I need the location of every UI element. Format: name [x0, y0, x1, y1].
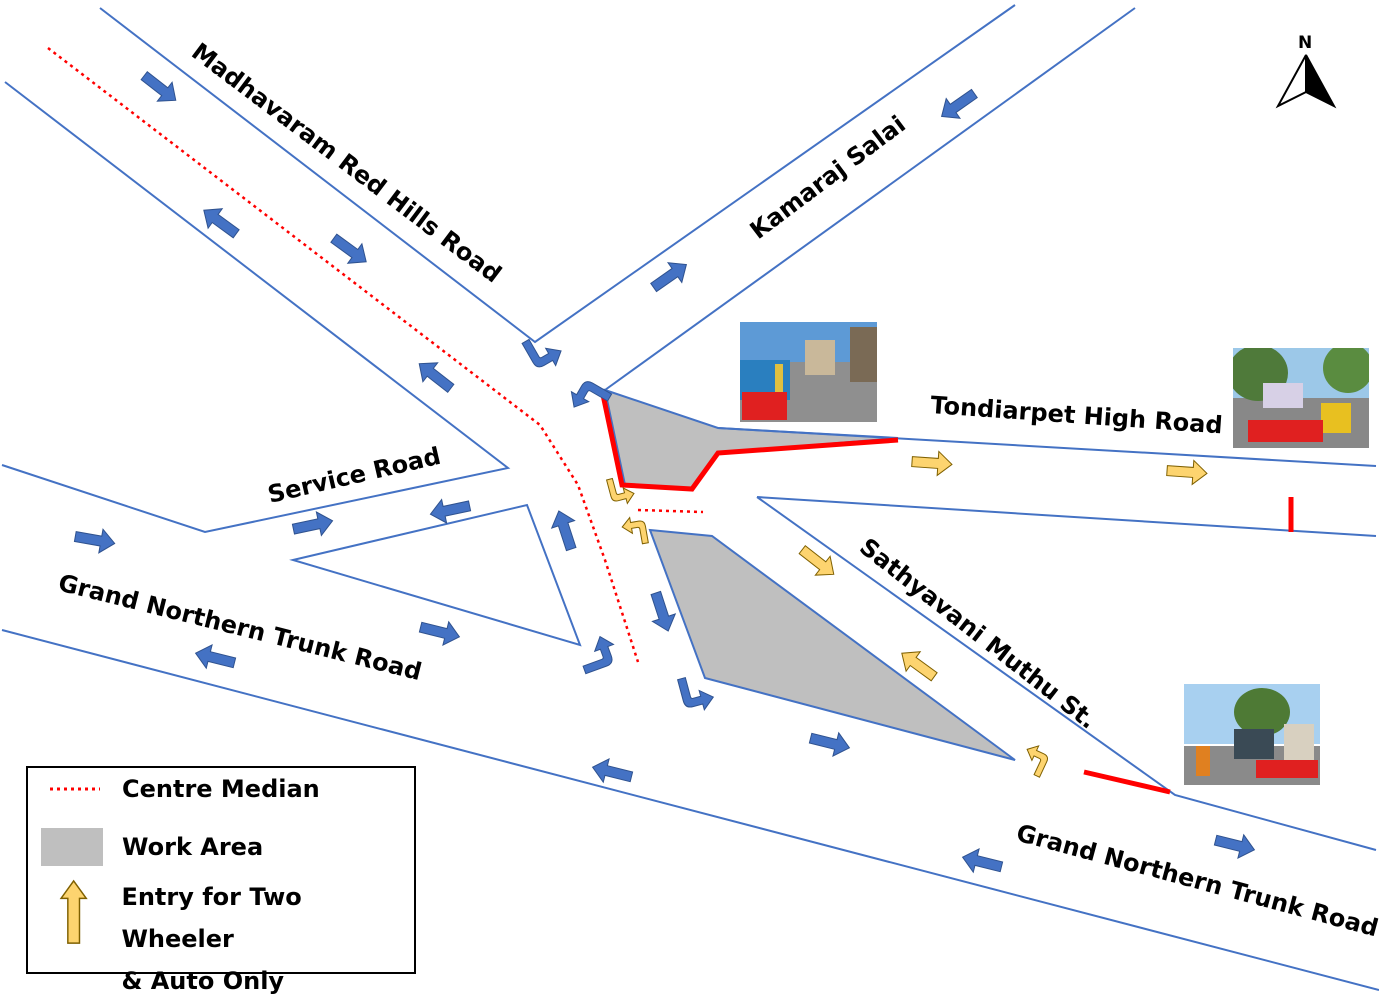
two-wheeler-u-turn-arrow [1018, 741, 1052, 778]
legend-label-two-wheeler-line1: Entry for Two Wheeler [121, 883, 302, 953]
traffic-arrow [290, 508, 336, 542]
u-turn-arrows [521, 327, 717, 715]
traffic-arrow [196, 200, 244, 244]
traffic-arrow [136, 65, 184, 111]
legend: Centre Median Work Area Entry for Two Wh… [26, 766, 416, 995]
site-photo-sathyavani [1184, 684, 1320, 785]
legend-row-two-wheeler: Entry for Two Wheeler & Auto Only [28, 876, 414, 1002]
traffic-arrow [72, 524, 118, 556]
site-photo-tondiarpet [1233, 348, 1369, 448]
u-turn-arrow [575, 632, 621, 675]
centre-median [47, 47, 704, 663]
road-label-gnt-east: Grand Northern Trunk Road [1013, 819, 1379, 943]
traffic-arrow [411, 353, 459, 399]
median-line-short [637, 508, 704, 514]
traffic-arrow [546, 506, 584, 554]
road-edge-tondiarpet-south [756, 496, 1377, 851]
work-area-swatch-icon [41, 828, 103, 866]
two-wheeler-arrow [1165, 458, 1209, 486]
median-swatch-icon [50, 787, 100, 791]
two-wheeler-arrow [794, 539, 842, 585]
road-edge-tondiarpet-north [717, 427, 1377, 467]
legend-row-work-area: Work Area [28, 826, 263, 868]
north-label: N [1298, 33, 1312, 53]
closure-sathyavani [1083, 769, 1171, 795]
work-area-south [648, 528, 1016, 761]
road-label-service: Service Road [265, 442, 443, 509]
road-label-tondiarpet: Tondiarpet High Road [930, 391, 1224, 439]
traffic-arrow [427, 493, 473, 527]
traffic-arrow [589, 755, 635, 789]
road-label-gnt-west: Grand Northern Trunk Road [56, 569, 425, 686]
legend-label-work-area: Work Area [122, 833, 264, 861]
legend-label-median: Centre Median [122, 775, 320, 803]
road-edge-gnt-west [1, 629, 1379, 991]
traffic-arrow [417, 615, 463, 649]
two-wheeler-arrow-icon [59, 879, 88, 944]
traffic-arrow [192, 641, 238, 675]
closures [599, 389, 1294, 795]
road-edge-madhavaram-east [99, 4, 1016, 344]
road-edge-madhavaram-west [1, 81, 511, 534]
traffic-arrow [959, 845, 1005, 879]
legend-label-two-wheeler-line2: & Auto Only [121, 967, 285, 995]
legend-row-median: Centre Median [28, 768, 320, 810]
traffic-arrow [646, 254, 694, 298]
road-edge-kamaraj-east [604, 7, 1136, 391]
north-arrow-icon: N [1275, 33, 1337, 109]
closure-kamaraj [599, 389, 899, 492]
site-photo-kamaraj [740, 322, 877, 422]
traffic-arrow [1212, 828, 1258, 862]
road-network [1, 4, 1379, 991]
two-wheeler-u-turn-arrow [620, 514, 649, 548]
traffic-arrow [326, 228, 374, 272]
traffic-arrow [807, 726, 853, 760]
traffic-arrow [934, 83, 982, 127]
two-wheeler-arrow [910, 449, 954, 477]
median-line-main [47, 47, 640, 663]
road-edge-island-west [289, 503, 582, 647]
